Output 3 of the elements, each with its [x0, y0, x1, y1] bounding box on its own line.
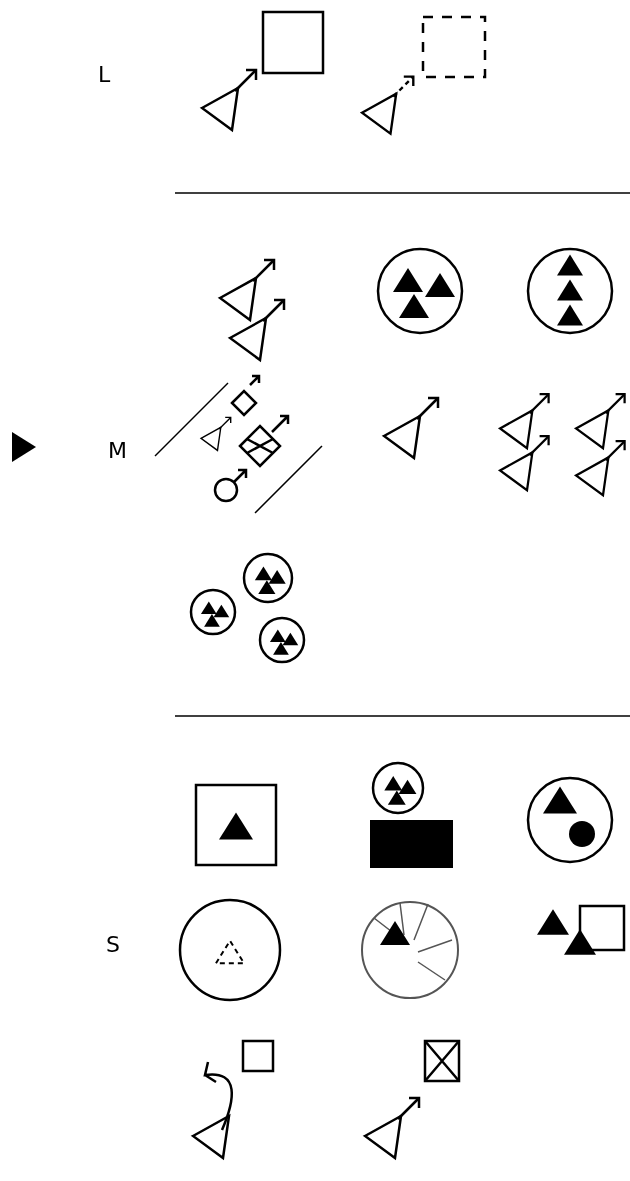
row-label: S	[106, 934, 120, 956]
row-label: L	[98, 64, 111, 86]
row-label: M	[108, 440, 127, 462]
